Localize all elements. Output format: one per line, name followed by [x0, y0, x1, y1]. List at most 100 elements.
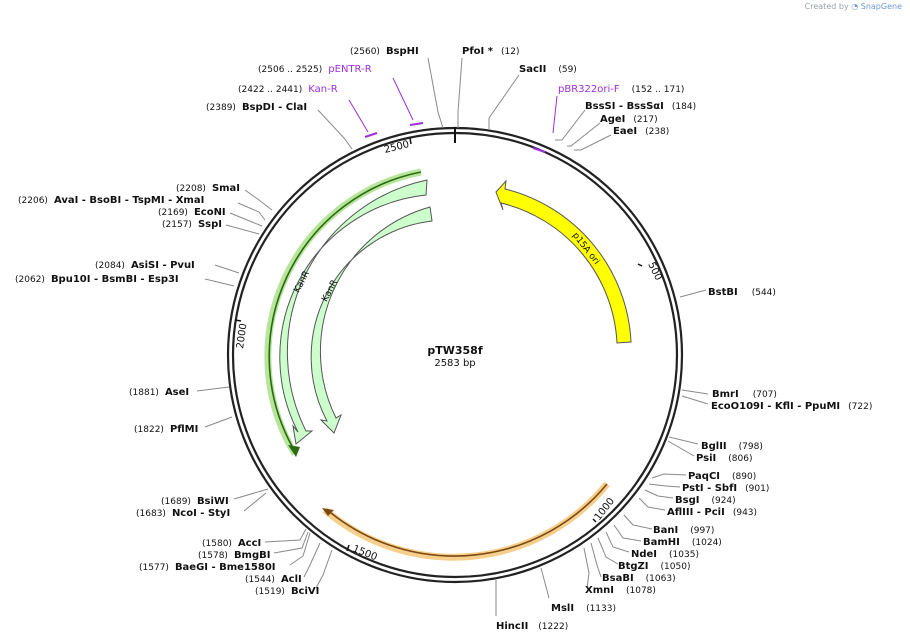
p15a-ori-feature[interactable]	[495, 179, 632, 344]
site-ecoo109i[interactable]: EcoO109I - KflI - PpuMI(722)	[711, 401, 872, 412]
plasmid-size: 2583 bp	[434, 358, 475, 369]
site-pos: (722)	[848, 402, 872, 412]
site-pos: (2560)	[350, 47, 380, 57]
site-pos: (2157)	[162, 220, 192, 230]
site-bsgi[interactable]: BsgI(924)	[675, 495, 736, 506]
site-afliii[interactable]: AflIII - PciI(943)	[667, 507, 757, 518]
site-bsssi[interactable]: BssSI - BssSαI(184)	[585, 101, 696, 112]
site-name: PflMI	[170, 424, 198, 435]
site-name: PaqCI	[688, 471, 720, 482]
site-pos: (1035)	[669, 550, 699, 560]
leader-avai	[237, 202, 266, 221]
site-xmni[interactable]: XmnI(1078)	[585, 585, 656, 596]
site-pos: (890)	[732, 472, 756, 482]
primer-name-pbr322ori-f: pBR322ori-F	[558, 84, 620, 95]
site-agei[interactable]: AgeI(217)	[600, 114, 658, 125]
site-pos: (217)	[633, 115, 657, 125]
site-pos: (1544)	[245, 575, 275, 585]
leader-ncoi	[243, 492, 267, 512]
site-acli[interactable]: (1544)AclI	[245, 574, 302, 585]
site-pfoi[interactable]: PfoI *(12)	[462, 46, 519, 57]
site-labels: (2560)BspHI PfoI *(12) SacII (59) BssSI -…	[15, 46, 872, 632]
site-asei[interactable]: (1881)AseI	[129, 387, 189, 398]
leader-ndei	[605, 531, 630, 553]
primer-name-kan-r: Kan-R	[308, 84, 337, 95]
leader-pentr-r	[392, 77, 414, 121]
site-baegi[interactable]: (1577)BaeGI - Bme1580I	[139, 562, 276, 573]
site-bspdi[interactable]: (2389) BspDI - ClaI	[206, 102, 307, 113]
tick-mark-1000	[592, 518, 597, 523]
site-name: HincII	[496, 621, 528, 632]
site-pos: (238)	[645, 127, 669, 137]
site-pos: (1519)	[255, 587, 285, 597]
site-paqci[interactable]: PaqCI (890)	[688, 471, 756, 482]
site-name: EcoNI	[194, 207, 226, 218]
site-bmri[interactable]: BmrI(707)	[712, 389, 777, 400]
site-bstbi[interactable]: BstBI(544)	[708, 287, 776, 298]
site-pos: (2208)	[176, 184, 206, 194]
primer-mark-pentr-r	[409, 122, 424, 126]
site-name: BsiWI	[197, 496, 229, 507]
site-bani[interactable]: BanI(997)	[653, 525, 714, 536]
primer-name-pentr-r: pENTR-R	[328, 64, 371, 75]
site-pos: (59)	[558, 65, 576, 75]
site-smai[interactable]: (2208)SmaI	[176, 183, 240, 194]
site-sacii[interactable]: SacII (59)	[519, 64, 577, 75]
primer-pos-pentr-r: (2506 .. 2525)	[258, 65, 322, 75]
leader-sspi	[225, 224, 260, 235]
leader-eaei	[574, 134, 612, 151]
site-pos: (1078)	[626, 586, 656, 596]
leader-pfoi	[457, 57, 463, 128]
site-name: SacII	[519, 64, 546, 75]
site-avai[interactable]: (2206)AvaI - BsoBI - TspMI - XmaI	[18, 195, 204, 206]
site-pos: (1050)	[661, 562, 691, 572]
primer-mark-pbr322ori-f	[532, 147, 546, 153]
kanr-feature-inner[interactable]	[310, 206, 433, 434]
site-bglii[interactable]: BglII(798)	[701, 441, 763, 452]
leader-paqci	[651, 473, 687, 479]
site-bcivi[interactable]: (1519)BciVI	[255, 586, 319, 597]
kanr-feature-outer[interactable]	[279, 179, 428, 445]
site-bsphi[interactable]: (2560)BspHI	[350, 46, 419, 57]
site-pos: (544)	[752, 288, 776, 298]
tick-mark-2000	[234, 319, 242, 322]
plasmid-name: pTW358f	[427, 344, 482, 357]
site-name: EaeI	[613, 126, 637, 137]
site-bsiwi[interactable]: (1689)BsiWI	[161, 496, 229, 507]
site-pos: (2389)	[206, 103, 236, 113]
leader-asei	[196, 386, 230, 392]
site-name: AvaI - BsoBI - TspMI - XmaI	[54, 195, 204, 206]
site-pflmi[interactable]: (1822)PflMI	[134, 424, 198, 435]
site-bamhi[interactable]: BamHI(1024)	[643, 537, 722, 548]
site-bsabi[interactable]: BsaBI(1063)	[602, 573, 676, 584]
site-ncoi[interactable]: (1683)NcoI - StyI	[136, 508, 230, 519]
site-name: BaeGI - Bme1580I	[175, 562, 276, 573]
site-btgzi[interactable]: BtgZI(1050)	[618, 561, 690, 572]
site-bpu10i[interactable]: (2062) Bpu10I - BsmBI - Esp3I	[15, 274, 179, 285]
site-psii[interactable]: PsiI(806)	[696, 453, 752, 464]
snapgene-credit: Created by ◔ SnapGene	[805, 2, 902, 11]
site-name: BspDI - ClaI	[242, 102, 307, 113]
site-msli[interactable]: MslI(1133)	[551, 603, 616, 614]
site-pos: (1580)	[202, 539, 232, 549]
site-ndei[interactable]: NdeI(1035)	[631, 549, 699, 560]
site-econi[interactable]: (2169)EcoNI	[158, 207, 226, 218]
site-pos: (2062)	[15, 275, 45, 285]
site-sspi[interactable]: (2157)SspI	[162, 219, 222, 230]
site-hincii[interactable]: HincII(1222)	[496, 621, 568, 632]
insert-highlight-arc	[322, 481, 610, 561]
site-name: NcoI - StyI	[172, 508, 230, 519]
site-name: BsaBI	[602, 573, 634, 584]
site-bmgbi[interactable]: (1578)BmgBI	[198, 550, 270, 561]
site-acci[interactable]: (1580)AccI	[202, 538, 261, 549]
leader-btgzi	[597, 537, 619, 565]
site-asisi[interactable]: (2084)AsiSI - PvuI	[95, 260, 195, 271]
site-eaei[interactable]: EaeI (238)	[613, 126, 669, 137]
site-pos: (1578)	[198, 551, 228, 561]
site-psti[interactable]: PstI - SbfI(901)	[682, 483, 769, 494]
site-name: PsiI	[696, 453, 716, 464]
site-pos: (798)	[739, 442, 763, 452]
leader-baegi	[289, 532, 311, 566]
site-name: Bpu10I - BsmBI - Esp3I	[51, 274, 179, 285]
credit-prefix: Created by	[804, 2, 849, 11]
